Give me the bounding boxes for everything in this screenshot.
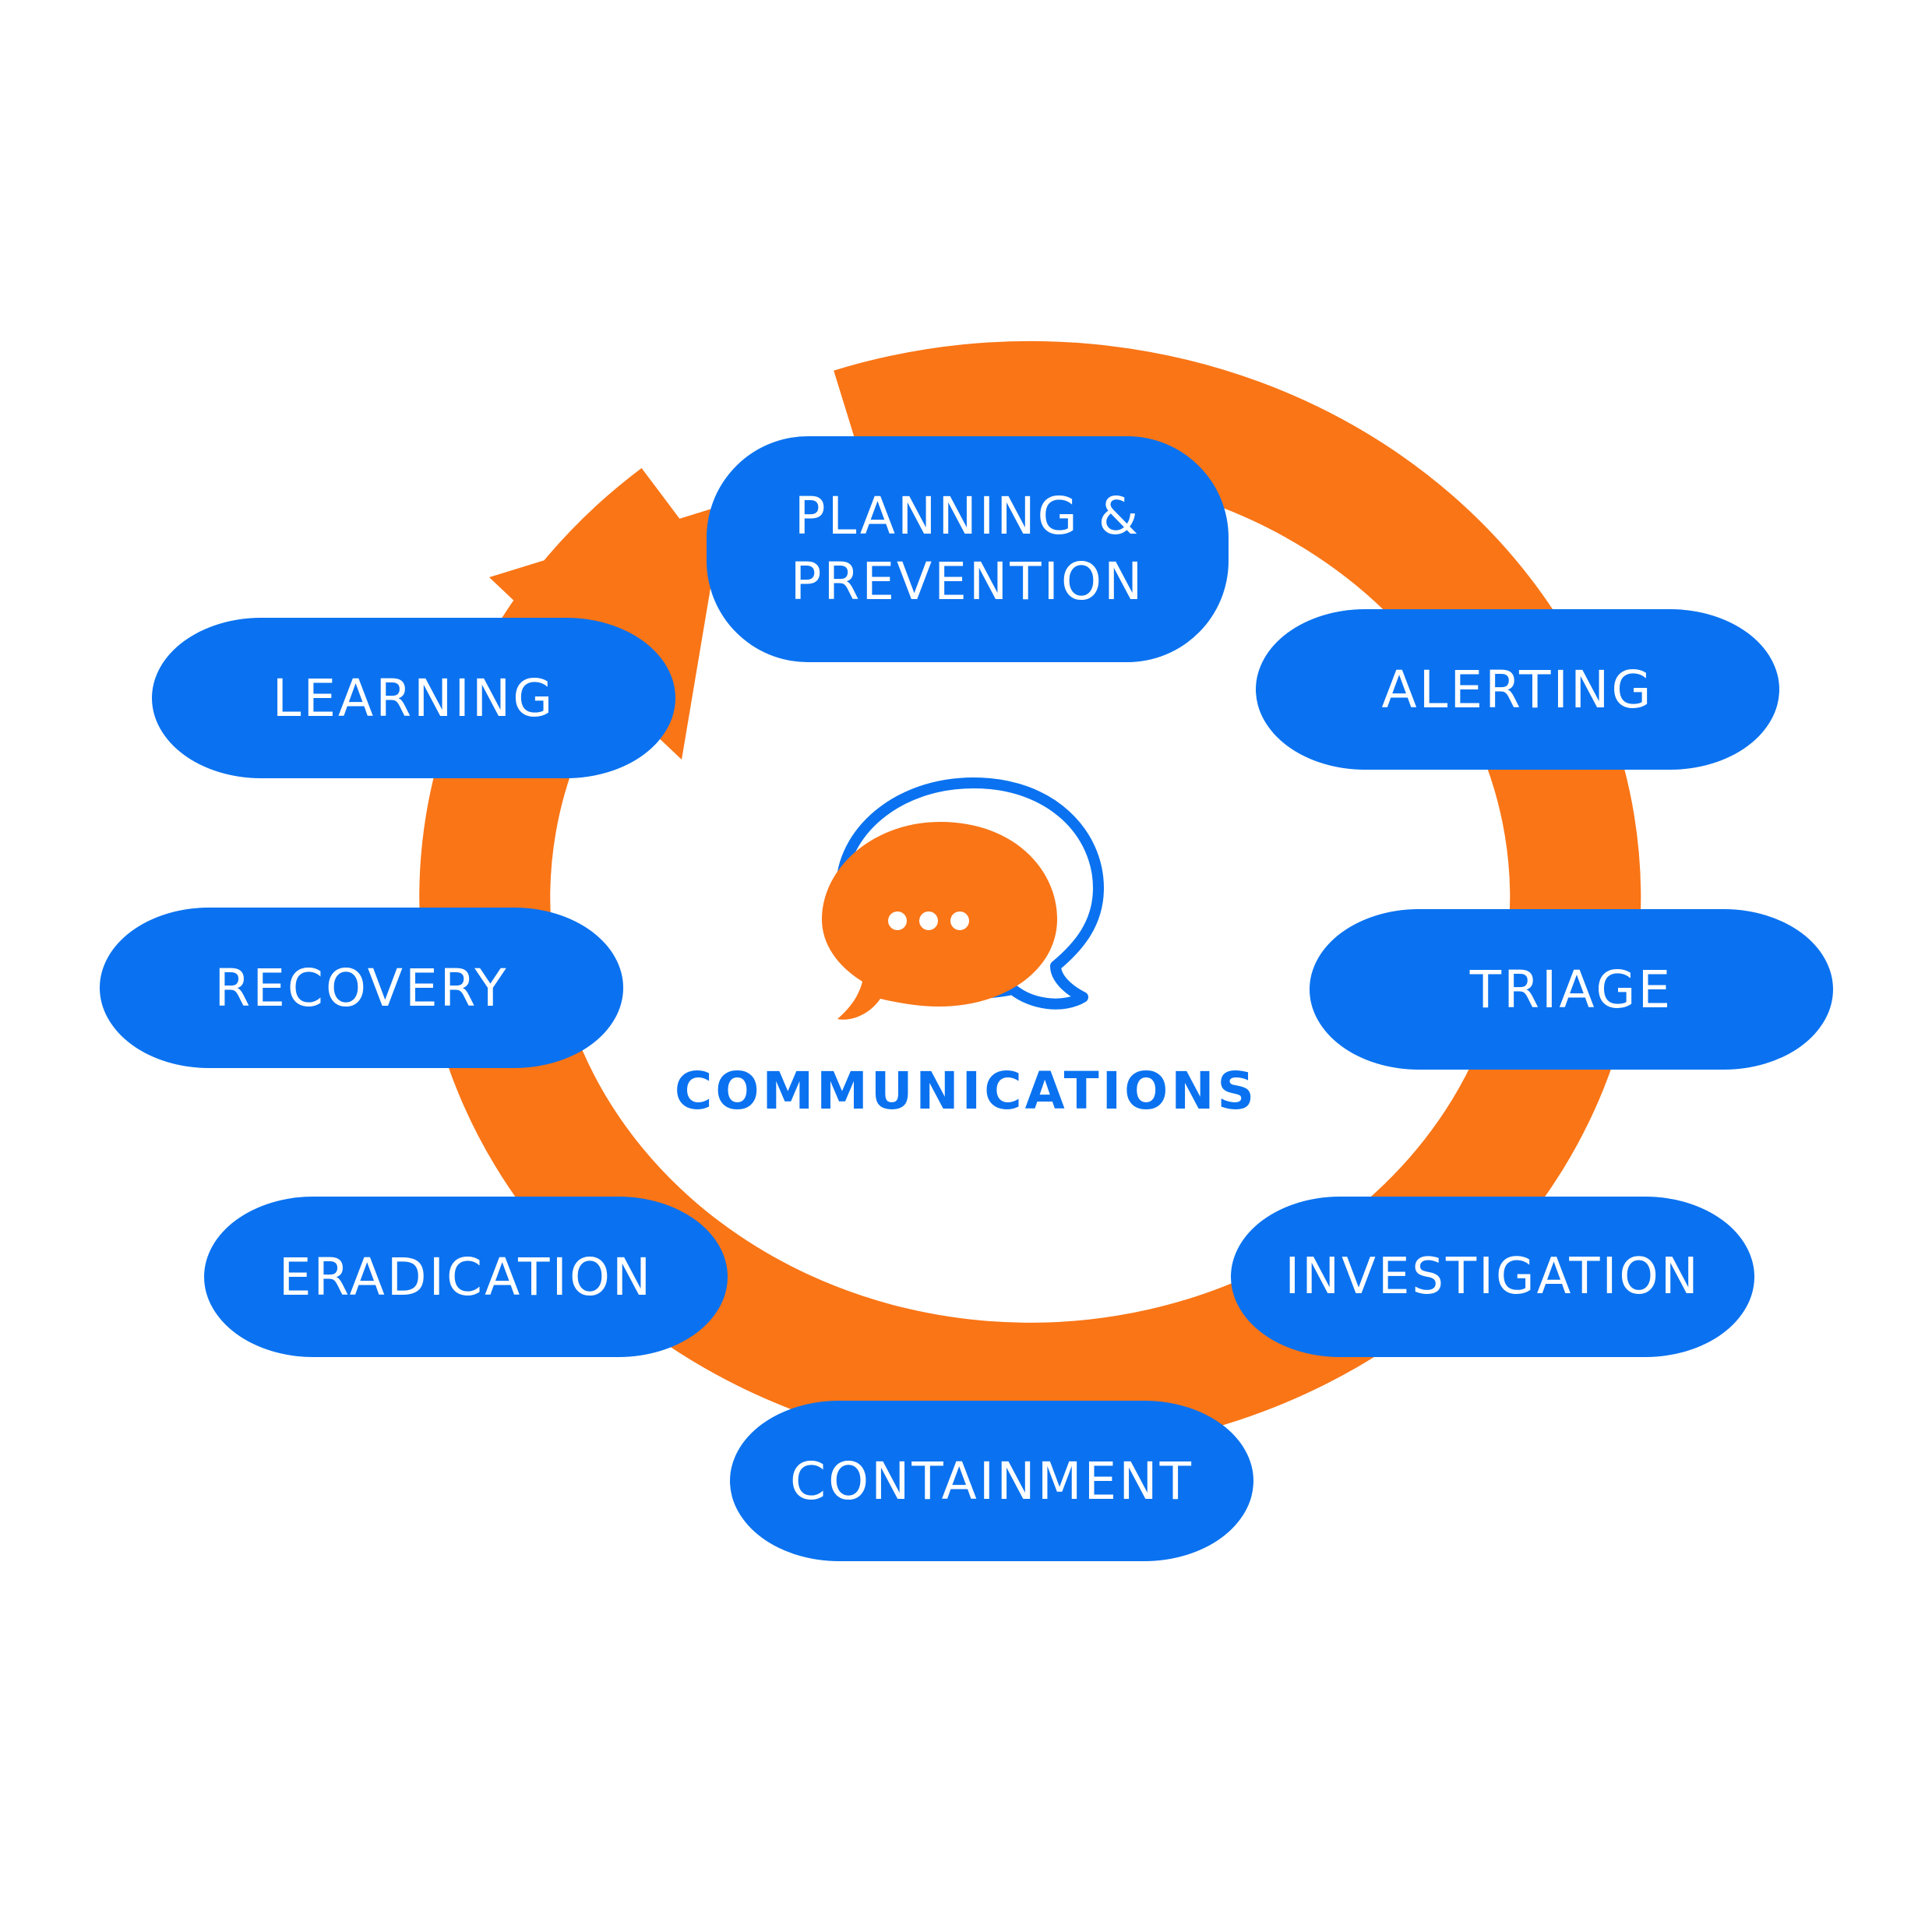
stage-planning-prevention: PLANNING & PREVENTION (707, 436, 1229, 662)
stage-learning-label: LEARNING (272, 668, 555, 728)
stage-containment: CONTAINMENT (730, 1401, 1253, 1561)
stage-eradication: ERADICATION (204, 1197, 728, 1357)
chat-bubbles-icon (822, 777, 1104, 1020)
stage-containment-label: CONTAINMENT (790, 1451, 1193, 1511)
stage-planning-line1: PLANNING & (794, 486, 1141, 546)
dot-3 (950, 911, 969, 930)
stage-recovery-label: RECOVERY (214, 957, 509, 1018)
stage-recovery: RECOVERY (100, 908, 623, 1068)
front-bubble (822, 822, 1057, 1020)
stage-investigation-label: INVESTIGATION (1285, 1248, 1701, 1306)
stage-alerting-label: ALERTING (1381, 659, 1654, 720)
center-label-communications: COMMUNICATIONS (674, 1061, 1258, 1121)
stage-eradication-label: ERADICATION (278, 1246, 654, 1307)
stage-investigation: INVESTIGATION (1231, 1197, 1754, 1357)
stage-planning-line2: PREVENTION (790, 552, 1145, 612)
stage-alerting: ALERTING (1256, 609, 1779, 770)
stage-triage-label: TRIAGE (1469, 959, 1673, 1020)
stage-learning: LEARNING (152, 618, 675, 778)
dot-1 (888, 911, 907, 930)
dot-2 (919, 911, 938, 930)
stage-triage: TRIAGE (1310, 909, 1833, 1070)
